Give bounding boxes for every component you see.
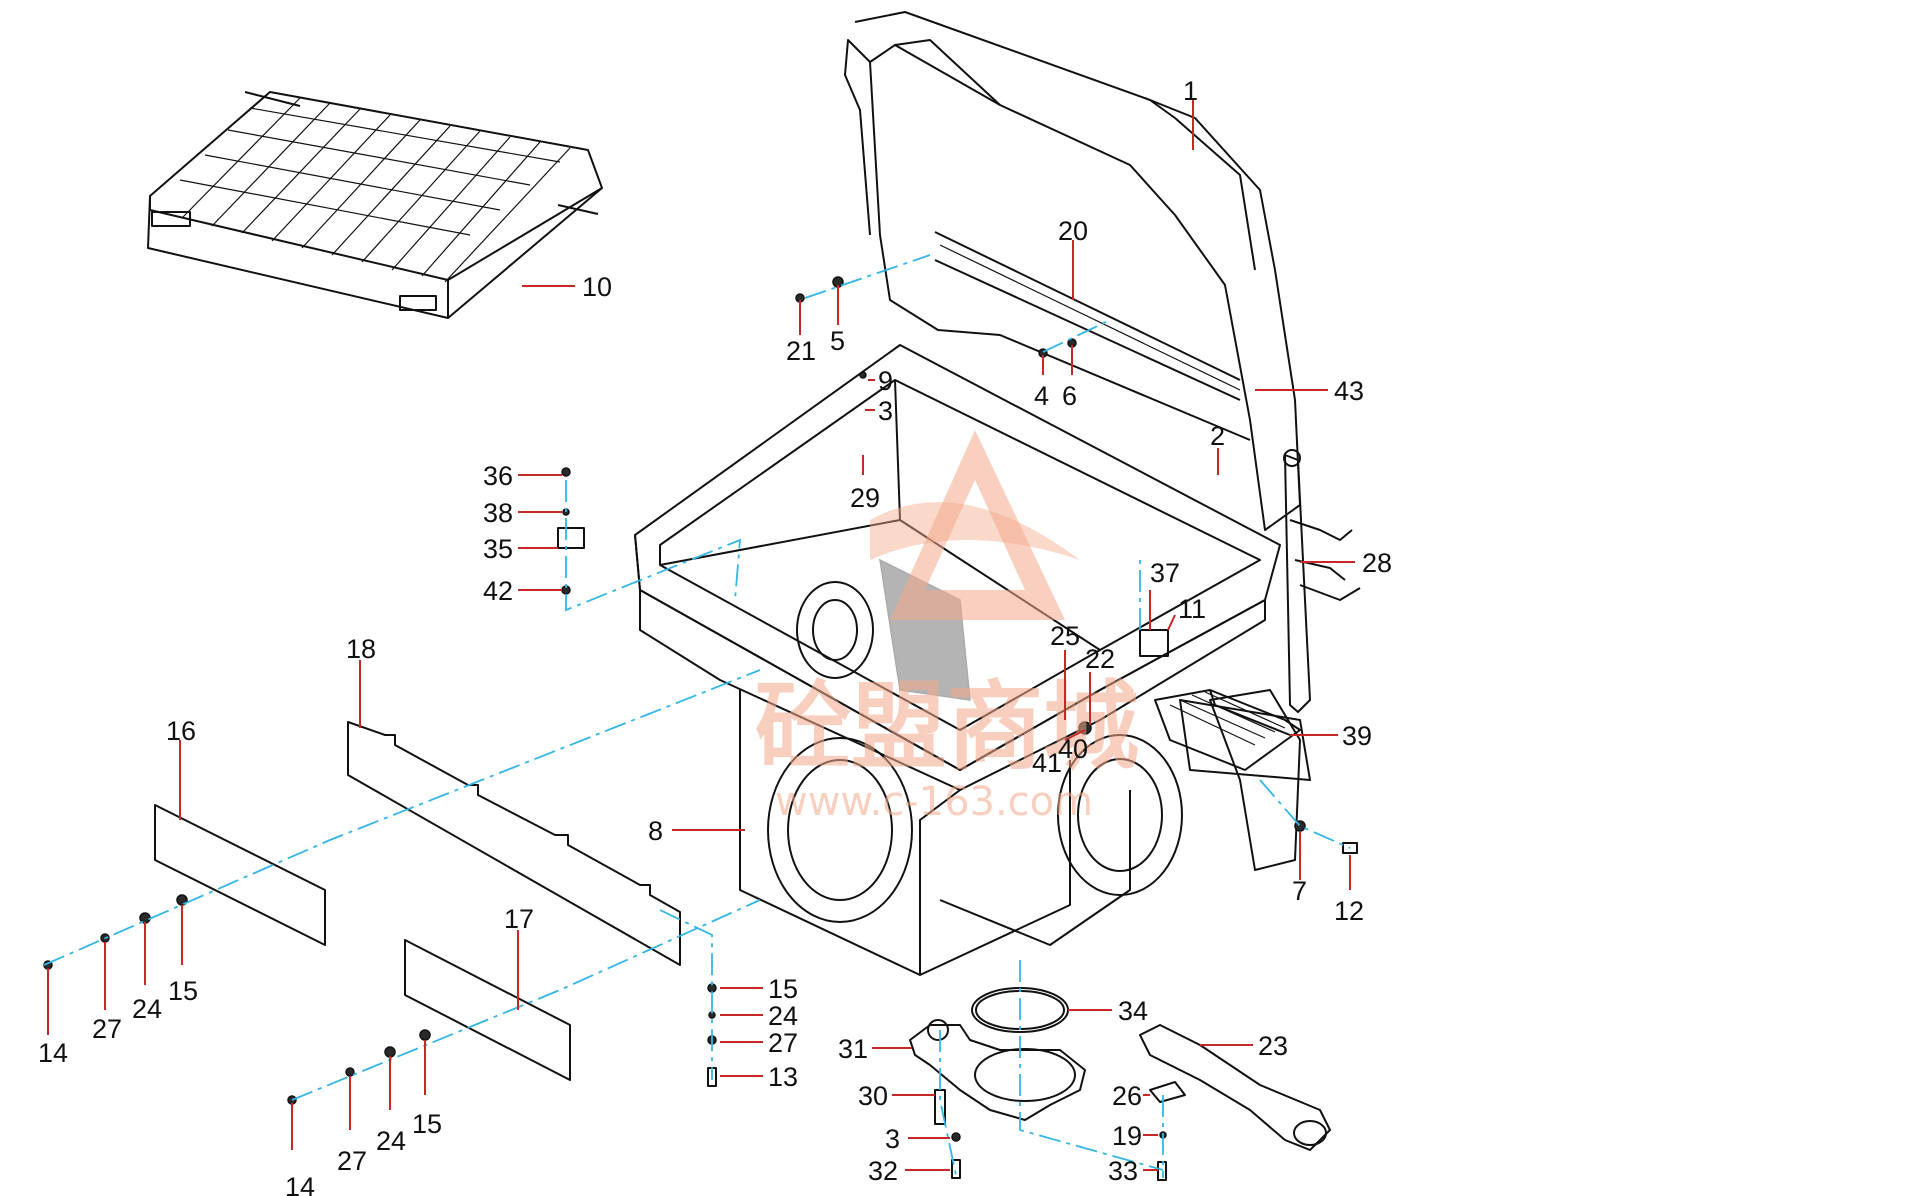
label-27-stack: 27 [768, 1028, 798, 1058]
bracket-26 [1149, 1081, 1186, 1103]
label-28: 28 [1362, 548, 1392, 578]
label-16: 16 [166, 716, 196, 746]
pedal-23 [1139, 1024, 1331, 1151]
grate-assembly [147, 91, 603, 319]
label-4: 4 [1034, 381, 1049, 411]
plate-17 [404, 939, 571, 1081]
label-3-top: 3 [878, 396, 893, 426]
label-15-stack: 15 [768, 974, 798, 1004]
label-34: 34 [1118, 996, 1148, 1026]
label-33: 33 [1108, 1156, 1138, 1186]
assembly-lines [43, 254, 1351, 1178]
label-43: 43 [1334, 376, 1364, 406]
label-25: 25 [1050, 621, 1080, 651]
plate-18 [347, 721, 681, 966]
label-27-upper: 27 [92, 1014, 122, 1044]
label-15-upper: 15 [168, 976, 198, 1006]
plate-16 [154, 804, 326, 946]
callouts: 1 20 21 5 4 6 43 10 9 3 29 2 28 36 [38, 76, 1392, 1196]
label-36: 36 [483, 461, 513, 491]
label-17: 17 [504, 904, 534, 934]
label-14-upper: 14 [38, 1038, 68, 1068]
label-23: 23 [1258, 1031, 1288, 1061]
label-1: 1 [1183, 76, 1198, 106]
label-42: 42 [483, 576, 513, 606]
label-8: 8 [648, 816, 663, 846]
label-3-bottom: 3 [885, 1124, 900, 1154]
hardware [43, 276, 1358, 1181]
label-41: 41 [1032, 748, 1062, 778]
label-40: 40 [1058, 734, 1088, 764]
label-2: 2 [1210, 421, 1225, 451]
label-10: 10 [582, 272, 612, 302]
label-13: 13 [768, 1062, 798, 1092]
watermark-logo-icon [890, 430, 1065, 620]
label-31: 31 [838, 1034, 868, 1064]
watermark-brand: 砼盟商城 [755, 671, 1139, 783]
label-24-upper: 24 [132, 994, 162, 1024]
label-30: 30 [858, 1081, 888, 1111]
label-35: 35 [483, 534, 513, 564]
label-24-lower: 24 [376, 1126, 406, 1156]
label-6: 6 [1062, 381, 1077, 411]
label-5: 5 [830, 326, 845, 356]
watermark-swoosh-icon [870, 502, 1080, 560]
label-26: 26 [1112, 1081, 1142, 1111]
label-32: 32 [868, 1156, 898, 1186]
label-7: 7 [1292, 876, 1307, 906]
label-11: 11 [1178, 594, 1206, 624]
label-20: 20 [1058, 216, 1088, 246]
label-14-lower: 14 [285, 1172, 315, 1196]
watermark-url: www.c-163.com [775, 779, 1093, 825]
lever-assembly [1283, 449, 1361, 713]
label-19: 19 [1112, 1121, 1142, 1151]
label-18: 18 [346, 634, 376, 664]
label-12: 12 [1334, 896, 1364, 926]
cover-plates [154, 721, 681, 1081]
step-plate [1154, 689, 1301, 771]
hopper-lid [844, 11, 1301, 531]
watermark: 砼盟商城 www.c-163.com [755, 430, 1139, 825]
label-27-lower: 27 [337, 1146, 367, 1176]
label-37: 37 [1150, 558, 1180, 588]
label-38: 38 [483, 498, 513, 528]
label-9: 9 [878, 366, 893, 396]
label-24-stack: 24 [768, 1001, 798, 1031]
label-22: 22 [1085, 644, 1115, 674]
label-29: 29 [850, 483, 880, 513]
label-39: 39 [1342, 721, 1372, 751]
label-15-lower: 15 [412, 1109, 442, 1139]
label-21: 21 [786, 336, 816, 366]
